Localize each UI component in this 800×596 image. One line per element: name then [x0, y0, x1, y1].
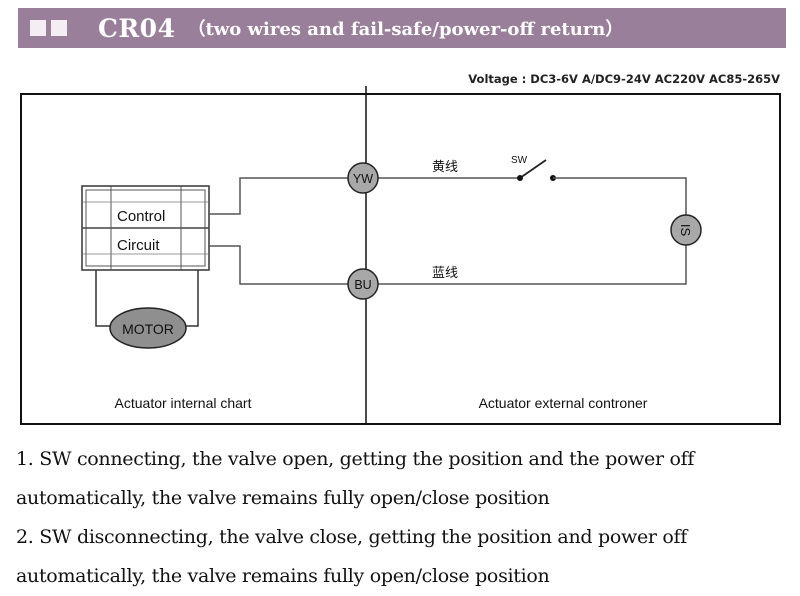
motor-wire-right — [184, 270, 199, 327]
bu-terminal-icon — [347, 268, 379, 300]
motor-shape — [109, 307, 187, 349]
diagram-frame — [20, 93, 781, 425]
wire-internal-yw — [209, 177, 348, 215]
voltage-spec: Voltage : DC3-6V A/DC9-24V AC220V AC85-2… — [468, 72, 780, 86]
switch-label: SW — [511, 155, 528, 166]
yw-terminal-label: YW — [353, 172, 373, 186]
power-source-icon — [670, 214, 702, 246]
external-caption: Actuator external controner — [479, 395, 648, 411]
motor-label: MOTOR — [122, 321, 174, 337]
blue-wire — [378, 245, 687, 285]
blue-wire-label: 蓝线 — [432, 266, 458, 281]
model-code: CR04 — [98, 13, 176, 43]
note-line: automatically, the valve remains fully o… — [16, 487, 550, 509]
title-banner: CR04 （two wires and fail-safe/power-off … — [18, 8, 786, 48]
control-circuit-box — [81, 185, 210, 271]
wiring-diagram: Control Circuit MOTOR IS YW BU 黄线 蓝线 SW … — [20, 86, 781, 425]
wire-to-power — [553, 177, 687, 215]
bu-terminal-label: BU — [354, 278, 371, 292]
yw-terminal-icon — [347, 162, 379, 194]
switch-blade — [519, 159, 547, 179]
internal-caption: Actuator internal chart — [115, 395, 252, 411]
motor-wire-left — [95, 270, 112, 327]
banner-square-icon — [30, 20, 46, 36]
note-line: 1. SW connecting, the valve open, gettin… — [16, 448, 695, 470]
power-label: IS — [678, 224, 693, 237]
switch-contact-left — [517, 175, 523, 181]
operation-notes: 1. SW connecting, the valve open, gettin… — [16, 440, 796, 596]
circuit-label: Circuit — [117, 237, 160, 254]
banner-square-icon — [51, 20, 67, 36]
control-label: Control — [117, 208, 165, 225]
note-line: automatically, the valve remains fully o… — [16, 565, 550, 587]
wire-internal-bu — [209, 245, 348, 285]
note-line: 2. SW disconnecting, the valve close, ge… — [16, 526, 688, 548]
model-description: （two wires and fail-safe/power-off retur… — [187, 19, 624, 40]
yellow-wire-label: 黄线 — [432, 160, 458, 175]
